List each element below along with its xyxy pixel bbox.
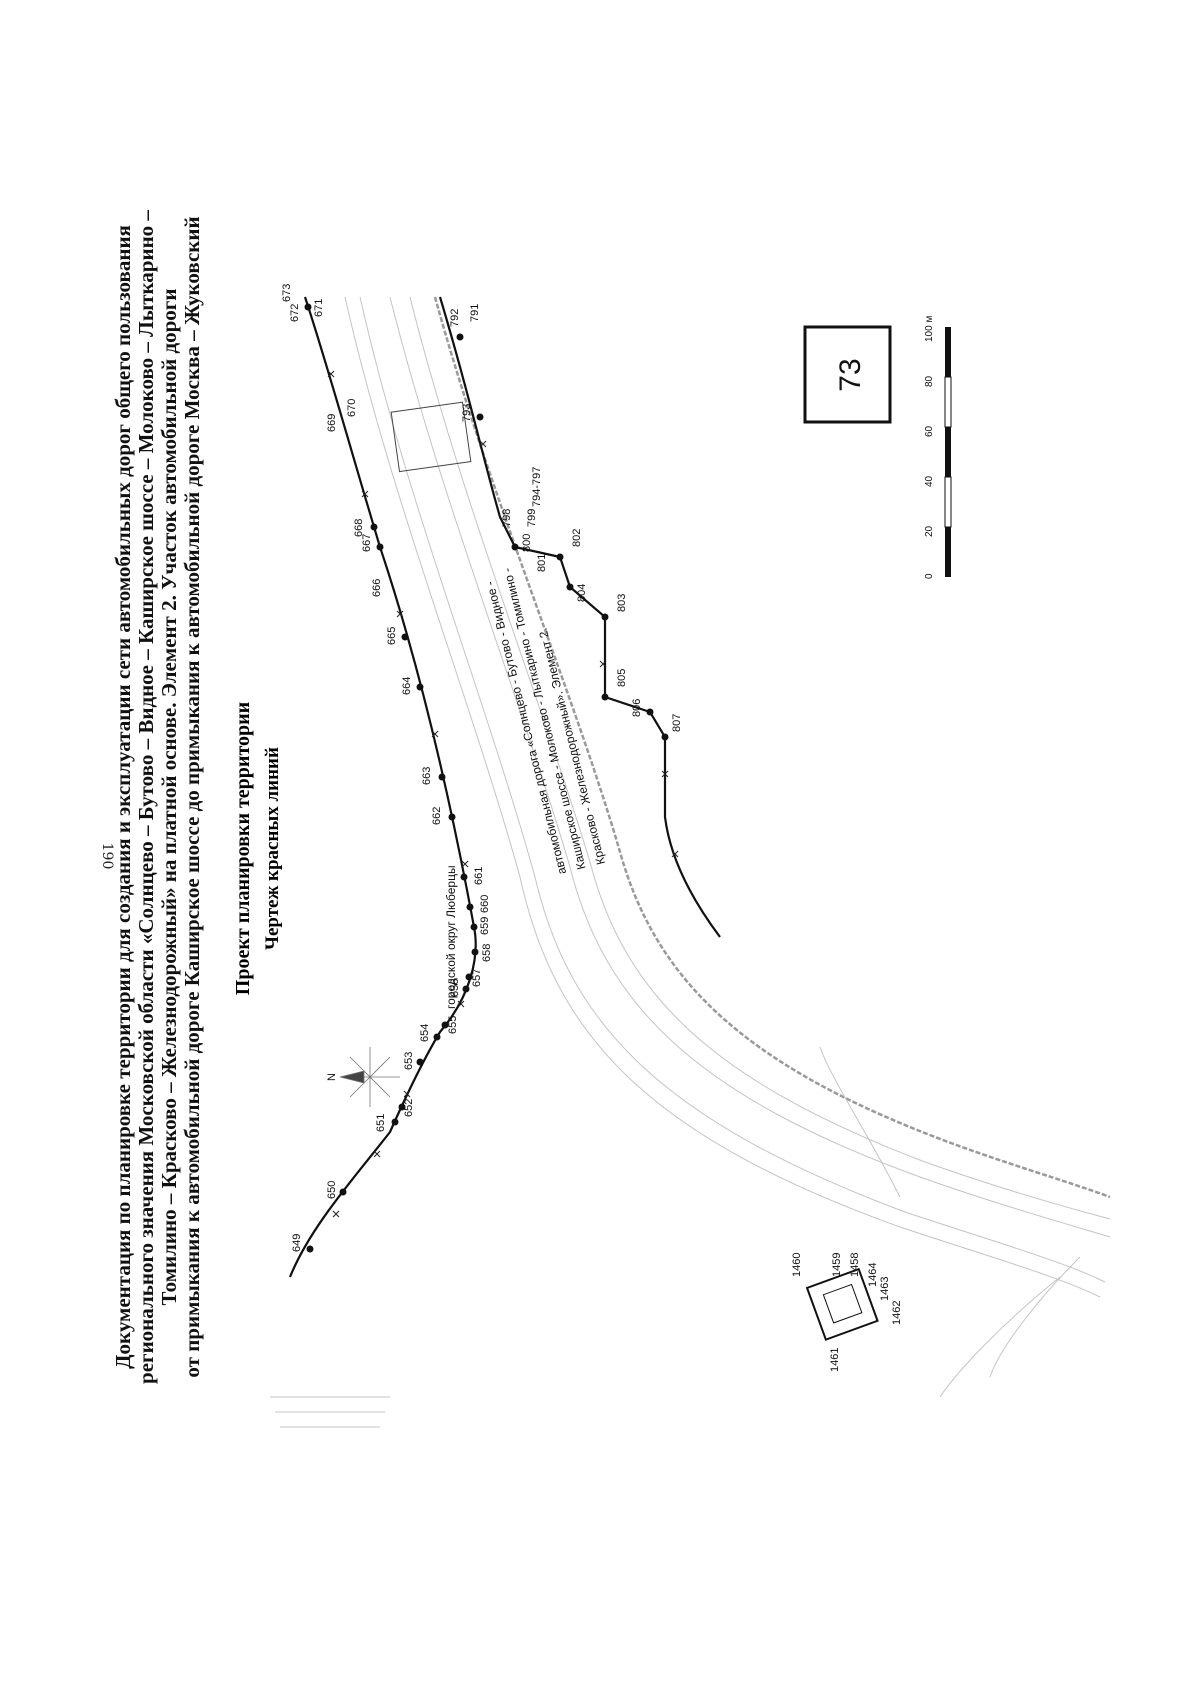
point-label: 660 bbox=[479, 895, 491, 913]
ramp-line bbox=[989, 1256, 1081, 1378]
point-label: 805 bbox=[616, 669, 628, 687]
point-label: 1461 bbox=[829, 1348, 841, 1372]
road-dashed-edge bbox=[433, 296, 1111, 1199]
point-label: 804 bbox=[576, 584, 588, 602]
ramp-line bbox=[939, 1276, 1061, 1398]
point-label: 669 bbox=[326, 414, 338, 432]
scale-tick: 20 bbox=[924, 525, 935, 537]
point-label: 799 bbox=[526, 509, 538, 527]
point-label: 803 bbox=[616, 594, 628, 612]
road-lines bbox=[270, 296, 1111, 1428]
point-label: 1458 bbox=[849, 1253, 861, 1277]
point-label: 650 bbox=[326, 1181, 338, 1199]
road-edge-line bbox=[409, 296, 1111, 1220]
point-label: 651 bbox=[375, 1114, 387, 1132]
point-label: 806 bbox=[631, 699, 643, 717]
point-label: 649 bbox=[291, 1234, 303, 1252]
point-label: 793 bbox=[461, 404, 473, 422]
road-edge-line bbox=[389, 296, 1111, 1238]
point-label: 652 bbox=[403, 1099, 415, 1117]
scale-tick: 40 bbox=[924, 475, 935, 487]
point-label: 656 bbox=[449, 979, 461, 997]
parcel-rect bbox=[390, 401, 472, 473]
scale-tick: 100 м bbox=[924, 316, 935, 342]
district-label: городской округ Люберцы bbox=[444, 865, 458, 1009]
point-label: 1460 bbox=[791, 1253, 803, 1277]
point-label: 798 bbox=[501, 509, 513, 527]
point-label: 1459 bbox=[831, 1253, 843, 1277]
point-labels: 649 650 651 652 653 654 655 656 657 658 … bbox=[281, 284, 903, 1372]
road-edge-line bbox=[344, 296, 1101, 1298]
point-label: 1464 bbox=[867, 1263, 879, 1287]
north-label: N bbox=[326, 1073, 338, 1081]
point-label: 1463 bbox=[879, 1277, 891, 1301]
point-label: 1462 bbox=[891, 1301, 903, 1325]
point-label: 665 bbox=[386, 627, 398, 645]
point-label: 791 bbox=[469, 304, 481, 322]
point-label: 807 bbox=[671, 714, 683, 732]
point-label: 802 bbox=[571, 529, 583, 547]
point-label: 673 bbox=[281, 284, 293, 302]
point-label: 655 bbox=[447, 1016, 459, 1034]
point-label: 659 bbox=[479, 917, 491, 935]
point-label: 658 bbox=[481, 944, 493, 962]
cross-marks bbox=[327, 370, 679, 1218]
point-label: 794-797 bbox=[531, 467, 543, 507]
scale-tick: 0 bbox=[924, 573, 935, 579]
point-label: 653 bbox=[403, 1052, 415, 1070]
point-label: 668 bbox=[353, 519, 365, 537]
scale-tick: 60 bbox=[924, 425, 935, 437]
sheet-number: 73 bbox=[834, 358, 867, 391]
point-label: 667 bbox=[361, 534, 373, 552]
point-label: 664 bbox=[401, 677, 413, 695]
road-title: автомобильная дорога «Солнцево - Бутово … bbox=[483, 567, 608, 876]
point-label: 663 bbox=[421, 767, 433, 785]
point-label: 672 bbox=[289, 304, 301, 322]
point-label: 670 bbox=[346, 399, 358, 417]
point-label: 654 bbox=[419, 1024, 431, 1042]
north-arrow-icon bbox=[339, 1047, 400, 1107]
sheet-number-box: 73 bbox=[803, 325, 892, 424]
point-label: 661 bbox=[473, 867, 485, 885]
scale-bar: 0 20 40 60 80 100 м bbox=[924, 316, 952, 579]
point-label: 792 bbox=[449, 309, 461, 327]
building-parcel bbox=[805, 1267, 879, 1341]
point-label: 657 bbox=[471, 969, 483, 987]
point-label: 662 bbox=[431, 807, 443, 825]
ramp-line bbox=[819, 1046, 901, 1198]
point-label: 671 bbox=[313, 299, 325, 317]
road-edge-line bbox=[359, 296, 1106, 1283]
point-label: 800 bbox=[521, 534, 533, 552]
scale-tick: 80 bbox=[924, 375, 935, 387]
node-points bbox=[304, 303, 669, 1253]
point-label: 801 bbox=[536, 554, 548, 572]
point-label: 666 bbox=[371, 579, 383, 597]
